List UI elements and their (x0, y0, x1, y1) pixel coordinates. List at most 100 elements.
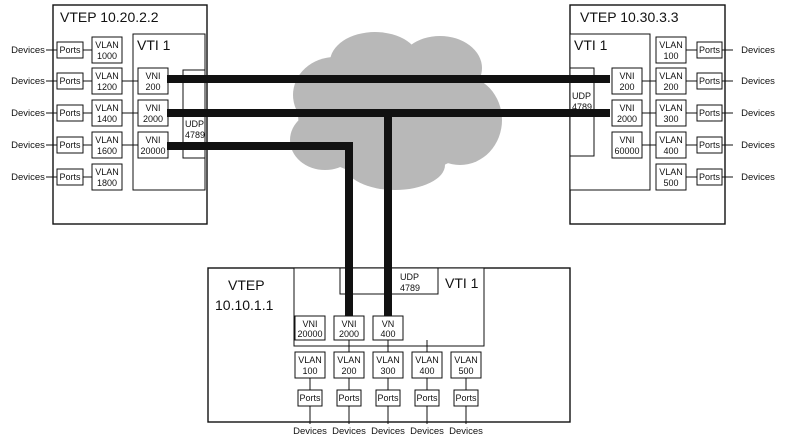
vni-label: VNI (619, 71, 634, 81)
vlan-label: VLAN (376, 355, 400, 365)
vlan-box (91, 163, 123, 191)
vni-id: 20000 (297, 329, 322, 339)
vlan-label: VLAN (415, 355, 439, 365)
vtep-bottom-title-2: 10.10.1.1 (215, 297, 274, 313)
vlan-id: 1400 (97, 114, 117, 124)
vlan-box (294, 351, 326, 379)
vni-id: 400 (380, 329, 395, 339)
vni-box (333, 315, 365, 341)
ports-label: Ports (699, 108, 721, 118)
vlan-label: VLAN (454, 355, 478, 365)
devices-label: Devices (741, 140, 775, 151)
vlan-box (333, 351, 365, 379)
vlan-id: 1600 (97, 146, 117, 156)
vlan-label: VLAN (659, 135, 683, 145)
ports-label: Ports (59, 140, 81, 150)
devices-label: Devices (449, 426, 483, 437)
vni-label: VNI (302, 319, 317, 329)
devices-label: Devices (410, 426, 444, 437)
vlan-box (655, 67, 687, 95)
ports-label: Ports (699, 172, 721, 182)
devices-label: Devices (11, 140, 45, 151)
devices-label: Devices (293, 426, 327, 437)
vni-id: 2000 (339, 329, 359, 339)
udp-left-label-2: 4789 (185, 130, 205, 140)
vti-bottom-label: VTI 1 (445, 275, 479, 291)
vti-left-label: VTI 1 (137, 37, 171, 53)
vlan-box (372, 351, 404, 379)
vlan-box (655, 36, 687, 64)
vlan-label: VLAN (337, 355, 361, 365)
vtep-left-title: VTEP 10.20.2.2 (60, 9, 159, 25)
vlan-box (91, 99, 123, 127)
vlan-label: VLAN (95, 71, 119, 81)
vlan-id: 200 (341, 366, 356, 376)
vlan-label: VLAN (95, 167, 119, 177)
vni-id: 2000 (143, 114, 163, 124)
vni-id: 200 (619, 82, 634, 92)
udp-left-label-1: UDP (185, 119, 204, 129)
ports-label: Ports (377, 393, 399, 403)
vlan-label: VLAN (659, 71, 683, 81)
vni-id: 2000 (617, 114, 637, 124)
vlan-label: VLAN (95, 135, 119, 145)
vlan-label: VLAN (95, 40, 119, 50)
vlan-box (91, 131, 123, 159)
vlan-box (91, 36, 123, 64)
vlan-box (655, 99, 687, 127)
vlan-id: 500 (663, 178, 678, 188)
vni-box (294, 315, 326, 341)
ports-label: Ports (59, 45, 81, 55)
vni-box (137, 99, 169, 127)
devices-label: Devices (11, 45, 45, 56)
vni-label: VNI (619, 135, 634, 145)
ports-label: Ports (59, 172, 81, 182)
vlan-label: VLAN (298, 355, 322, 365)
vlan-id: 400 (663, 146, 678, 156)
vlan-id: 500 (458, 366, 473, 376)
vlan-id: 1200 (97, 82, 117, 92)
ports-label: Ports (699, 140, 721, 150)
vlan-box (91, 67, 123, 95)
ports-label: Ports (59, 108, 81, 118)
vni-id: 60000 (614, 146, 639, 156)
ports-label: Ports (416, 393, 438, 403)
devices-label: Devices (741, 76, 775, 87)
vni-box (611, 131, 643, 159)
devices-label: Devices (741, 45, 775, 56)
vni-label: VN (382, 319, 395, 329)
ports-label: Ports (299, 393, 321, 403)
vni-label: VNI (145, 71, 160, 81)
vni-label: VNI (619, 103, 634, 113)
vni-label: VNI (145, 135, 160, 145)
vtep-right-title: VTEP 10.30.3.3 (580, 9, 679, 25)
devices-label: Devices (11, 172, 45, 183)
vlan-label: VLAN (95, 103, 119, 113)
ports-label: Ports (699, 45, 721, 55)
ports-label: Ports (338, 393, 360, 403)
tunnel-vni-20000 (167, 142, 353, 316)
udp-bottom-label-1: UDP (400, 272, 419, 282)
vti-right-label: VTI 1 (574, 37, 608, 53)
vlan-id: 300 (663, 114, 678, 124)
vlan-id: 400 (419, 366, 434, 376)
vlan-id: 1000 (97, 51, 117, 61)
udp-bottom-label-2: 4789 (400, 283, 420, 293)
vlan-id: 100 (302, 366, 317, 376)
vni-box (372, 315, 404, 341)
tunnels (167, 75, 610, 316)
vlan-label: VLAN (659, 103, 683, 113)
devices-label: Devices (332, 426, 366, 437)
vni-label: VNI (145, 103, 160, 113)
vlan-box (655, 163, 687, 191)
udp-right-label-1: UDP (572, 91, 591, 101)
ports-label: Ports (59, 76, 81, 86)
vlan-label: VLAN (659, 167, 683, 177)
vlan-label: VLAN (659, 40, 683, 50)
devices-label: Devices (11, 108, 45, 119)
devices-label: Devices (11, 76, 45, 87)
vlan-id: 300 (380, 366, 395, 376)
vni-id: 20000 (140, 146, 165, 156)
vni-id: 200 (145, 82, 160, 92)
